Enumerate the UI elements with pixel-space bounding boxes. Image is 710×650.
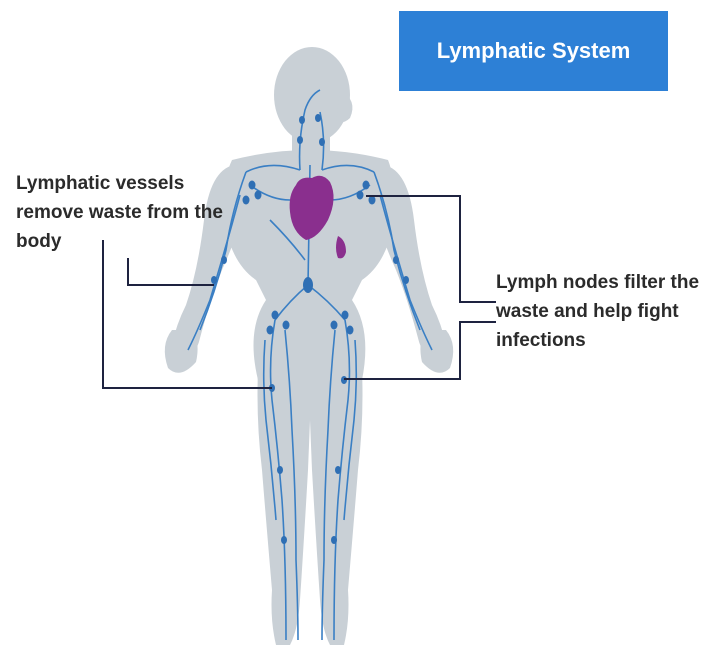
title-banner: Lymphatic System (399, 11, 668, 91)
page-title: Lymphatic System (437, 38, 631, 64)
lymphatic-vessels-label: Lymphatic vessels remove waste from the … (16, 169, 236, 256)
lymph-nodes-label: Lymph nodes filter the waste and help fi… (496, 268, 706, 355)
human-body-silhouette (165, 47, 453, 645)
